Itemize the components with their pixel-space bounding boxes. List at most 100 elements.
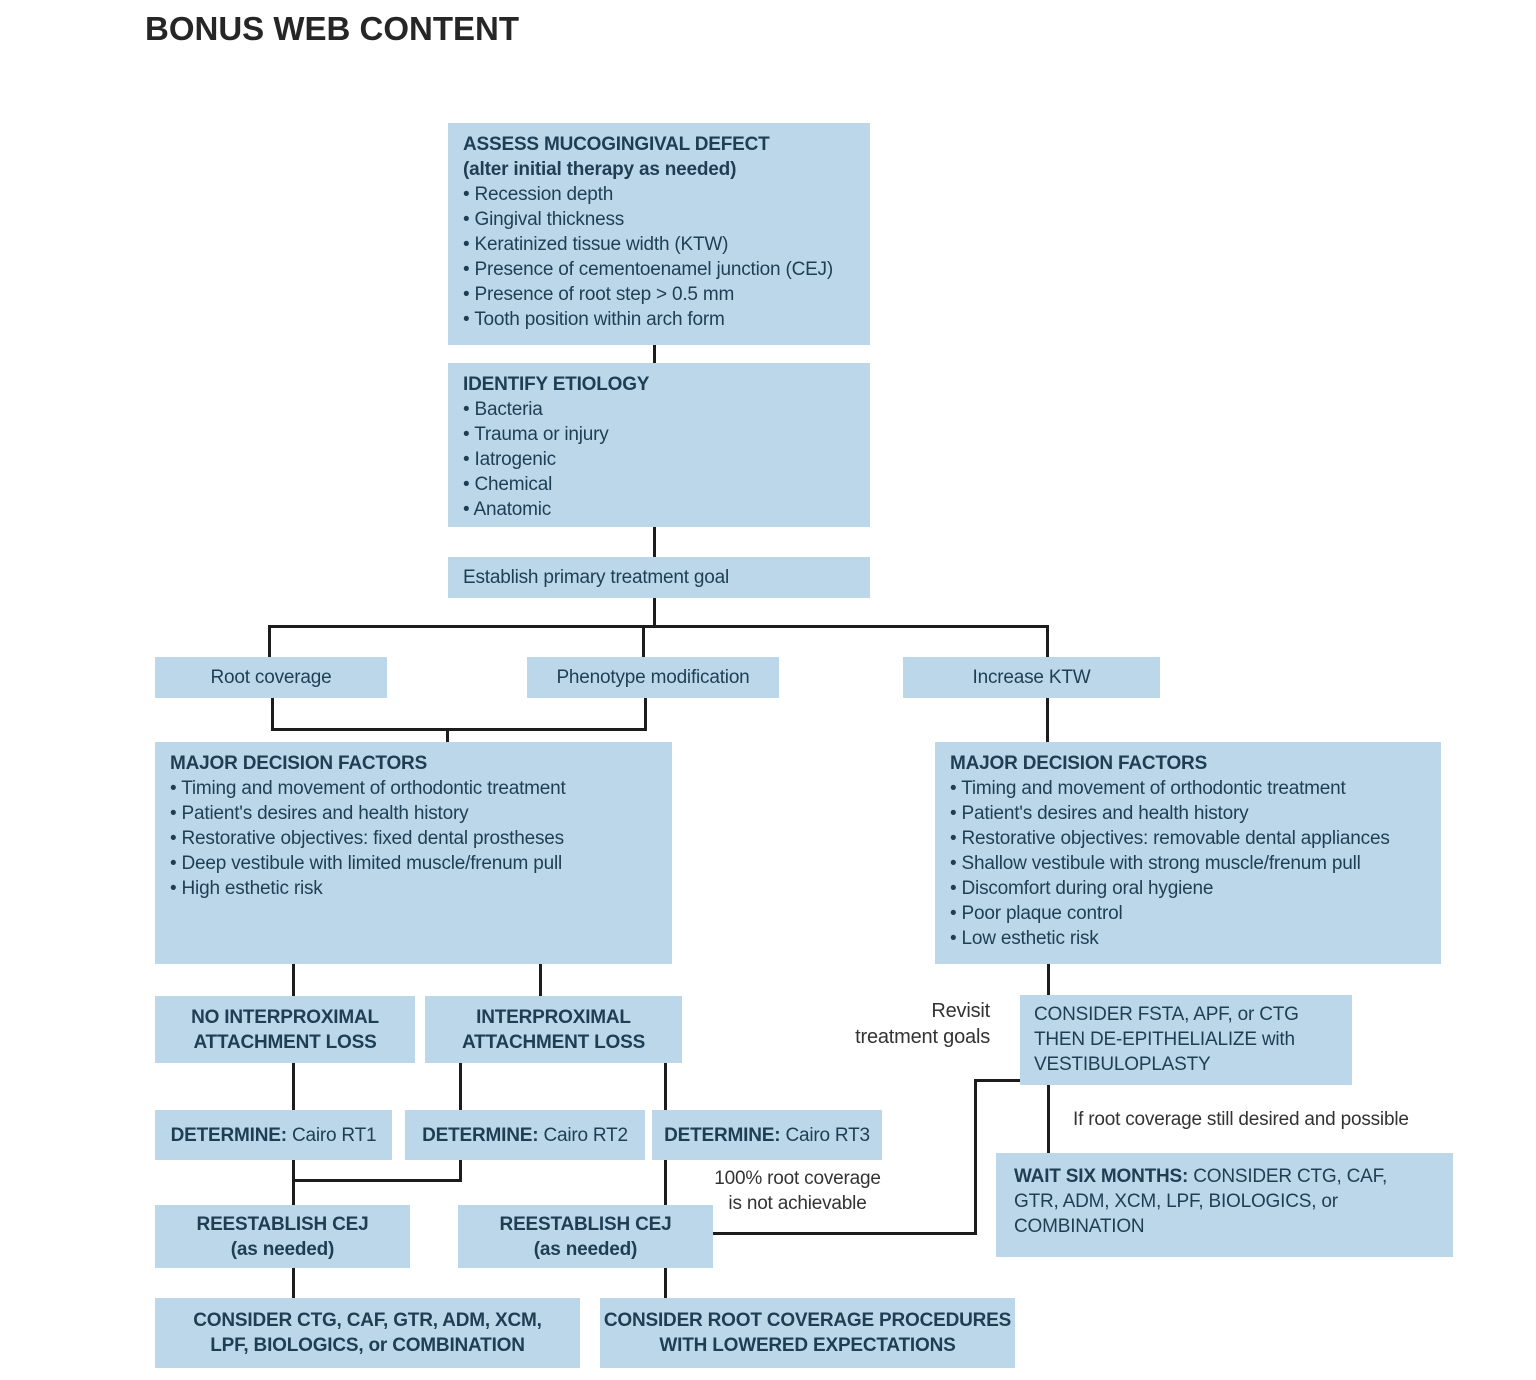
branch-phenotype-box: Phenotype modification (527, 657, 779, 698)
wait-bold-prefix: WAIT SIX MONTHS: (1014, 1166, 1189, 1187)
bullet-item: Presence of cementoenamel junction (CEJ) (463, 257, 858, 282)
if-root-coverage-note: If root coverage still desired and possi… (1073, 1107, 1453, 1132)
establish-goal-box: Establish primary treatment goal (448, 557, 870, 598)
establish-goal-label: Establish primary treatment goal (463, 567, 730, 588)
bullet-item: Patient's desires and health history (170, 801, 660, 826)
connector-nointerproximal-rt1 (292, 1063, 295, 1110)
connector-reestablish2-revisit-horizontal (713, 1232, 977, 1235)
connector-phenotype-join (644, 698, 647, 731)
bullet-item: Presence of root step > 0.5 mm (463, 282, 858, 307)
no-interproximal-line1: NO INTERPROXIMAL (191, 1006, 379, 1028)
bullet-item: Patient's desires and health history (950, 801, 1429, 826)
connector-merge-bar (292, 1179, 462, 1182)
wait-line2: GTR, ADM, XCM, LPF, BIOLOGICS, or (1014, 1191, 1338, 1212)
interproximal-line1: INTERPROXIMAL (476, 1006, 631, 1028)
reestablish2-line2: (as needed) (533, 1238, 638, 1260)
consider-ctg-line2: LPF, BIOLOGICS, or COMBINATION (210, 1335, 525, 1356)
revisit-line2: treatment goals (855, 1026, 990, 1048)
consider-fsta-line1: CONSIDER FSTA, APF, or CTG (1034, 1004, 1299, 1025)
connector-join-mdfleft (446, 730, 449, 742)
connector-reestablish1-considerctg (292, 1268, 295, 1298)
etiology-heading: IDENTIFY ETIOLOGY (463, 374, 650, 395)
connector-join-bar (271, 728, 647, 731)
consider-fsta-line3: VESTIBULOPLASTY (1034, 1054, 1211, 1075)
wait-line1-rest: CONSIDER CTG, CAF, (1193, 1166, 1388, 1187)
bullet-item: Low esthetic risk (950, 926, 1429, 951)
connector-reestablish2-considerroot (664, 1268, 667, 1298)
bullet-item: Deep vestibule with limited muscle/frenu… (170, 851, 660, 876)
connector-assess-etiology (653, 345, 656, 363)
not-achievable-note: 100% root coverage is not achievable (695, 1166, 900, 1216)
bullet-item: Timing and movement of orthodontic treat… (950, 776, 1429, 801)
consider-root-coverage-box: CONSIDER ROOT COVERAGE PROCEDURES WITH L… (600, 1298, 1015, 1368)
bullet-item: Anatomic (463, 497, 858, 522)
consider-ctg-line1: CONSIDER CTG, CAF, GTR, ADM, XCM, (193, 1310, 542, 1331)
bullet-item: Shallow vestibule with strong muscle/fre… (950, 851, 1429, 876)
root-coverage-label: Root coverage (210, 667, 332, 688)
connector-drop-phenotype (642, 627, 645, 657)
branch-root-coverage-box: Root coverage (155, 657, 387, 698)
bullet-item: Tooth position within arch form (463, 307, 858, 332)
mdf-left-heading: MAJOR DECISION FACTORS (170, 753, 428, 774)
determine-rt3-box: DETERMINE: Cairo RT3 (652, 1110, 882, 1160)
revisit-treatment-goals-note: Revisit treatment goals (780, 998, 990, 1050)
mdf-right-bullet-list: Timing and movement of orthodontic treat… (950, 776, 1429, 951)
bullet-item: Chemical (463, 472, 858, 497)
determine-rt1-value: Cairo RT1 (291, 1124, 377, 1146)
bullet-item: Restorative objectives: fixed dental pro… (170, 826, 660, 851)
connector-rt2-merge (459, 1160, 462, 1182)
major-decision-factors-right-box: MAJOR DECISION FACTORS Timing and moveme… (935, 742, 1441, 964)
bullet-item: Iatrogenic (463, 447, 858, 472)
bullet-item: Recession depth (463, 182, 858, 207)
connector-revisit-fsta (974, 1079, 1020, 1082)
if-root-coverage-label: If root coverage still desired and possi… (1073, 1109, 1409, 1130)
consider-ctg-box: CONSIDER CTG, CAF, GTR, ADM, XCM, LPF, B… (155, 1298, 580, 1368)
wait-six-months-box: WAIT SIX MONTHS: CONSIDER CTG, CAF, GTR,… (996, 1153, 1453, 1257)
determine-rt3-value: Cairo RT3 (785, 1124, 870, 1146)
bullet-item: Poor plaque control (950, 901, 1429, 926)
connector-etiology-goal (653, 527, 656, 557)
assess-heading: ASSESS MUCOGINGIVAL DEFECT (463, 134, 770, 155)
wait-line3: COMBINATION (1014, 1216, 1145, 1237)
no-interproximal-loss-box: NO INTERPROXIMAL ATTACHMENT LOSS (155, 996, 415, 1063)
connector-rt1-reestablish1 (292, 1160, 295, 1205)
connector-branch-bar (268, 625, 1049, 628)
connector-drop-root-coverage (268, 627, 271, 657)
consider-fsta-box: CONSIDER FSTA, APF, or CTG THEN DE-EPITH… (1020, 995, 1352, 1085)
not-achievable-line1: 100% root coverage (714, 1168, 881, 1189)
major-decision-factors-left-box: MAJOR DECISION FACTORS Timing and moveme… (155, 742, 672, 964)
consider-root-line1: CONSIDER ROOT COVERAGE PROCEDURES (603, 1310, 1012, 1331)
revisit-line1: Revisit (931, 1000, 990, 1022)
mdf-right-heading: MAJOR DECISION FACTORS (950, 753, 1208, 774)
determine-rt2-value: Cairo RT2 (543, 1124, 628, 1146)
mdf-left-bullet-list: Timing and movement of orthodontic treat… (170, 776, 660, 901)
connector-fsta-wait (1047, 1085, 1050, 1153)
increase-ktw-label: Increase KTW (972, 667, 1091, 688)
determine-rt2-prefix: DETERMINE: (422, 1124, 539, 1146)
bullet-item: Trauma or injury (463, 422, 858, 447)
connector-rootcoverage-join (271, 698, 274, 731)
interproximal-line2: ATTACHMENT LOSS (461, 1031, 646, 1053)
bullet-item: Gingival thickness (463, 207, 858, 232)
connector-drop-increase-ktw (1046, 627, 1049, 657)
connector-interproximal-rt3 (664, 1063, 667, 1110)
determine-rt2-box: DETERMINE: Cairo RT2 (405, 1110, 645, 1160)
identify-etiology-box: IDENTIFY ETIOLOGY BacteriaTrauma or inju… (448, 363, 870, 527)
connector-mdfleft-interproximal (539, 964, 542, 996)
reestablish-cej-1-box: REESTABLISH CEJ (as needed) (155, 1205, 410, 1268)
assess-subheading: (alter initial therapy as needed) (463, 159, 737, 180)
phenotype-label: Phenotype modification (556, 667, 750, 688)
bullet-item: Discomfort during oral hygiene (950, 876, 1429, 901)
reestablish1-line2: (as needed) (230, 1238, 335, 1260)
connector-mdfleft-nointerproximal (292, 964, 295, 996)
consider-root-line2: WITH LOWERED EXPECTATIONS (659, 1335, 956, 1356)
consider-fsta-line2: THEN DE-EPITHELIALIZE with (1034, 1029, 1295, 1050)
reestablish-cej-2-box: REESTABLISH CEJ (as needed) (458, 1205, 713, 1268)
connector-interproximal-rt2 (459, 1063, 462, 1110)
reestablish2-line1: REESTABLISH CEJ (499, 1213, 672, 1235)
bullet-item: Bacteria (463, 397, 858, 422)
wait-line1: WAIT SIX MONTHS: CONSIDER CTG, CAF, (1014, 1164, 1439, 1189)
no-interproximal-line2: ATTACHMENT LOSS (193, 1031, 377, 1053)
connector-rt3-reestablish2 (664, 1160, 667, 1205)
